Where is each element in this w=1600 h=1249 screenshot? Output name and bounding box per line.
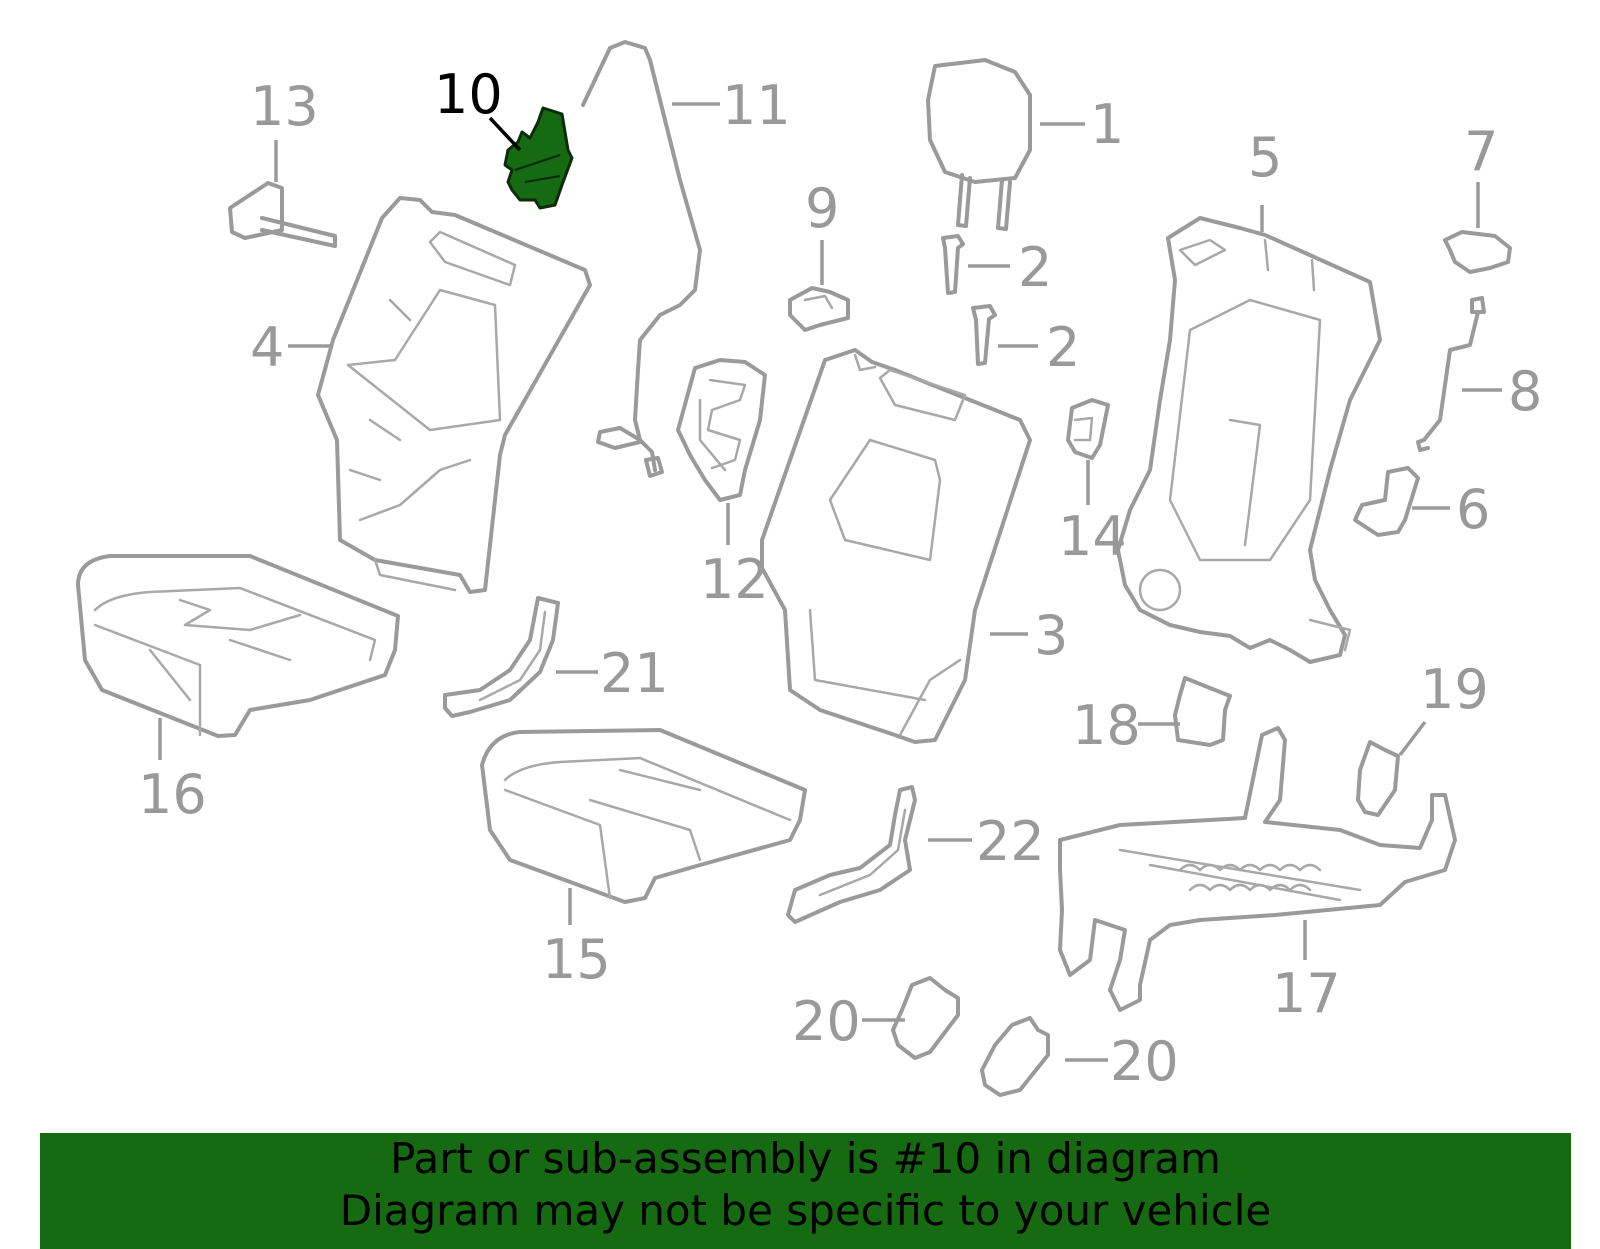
label-part-8: 8 bbox=[1508, 360, 1542, 423]
banner-line-disclaimer: Diagram may not be specific to your vehi… bbox=[339, 1186, 1272, 1235]
label-part-13: 13 bbox=[250, 75, 319, 138]
label-part-12: 12 bbox=[700, 548, 769, 611]
label-part-15: 15 bbox=[542, 928, 611, 991]
label-part-19: 19 bbox=[1420, 658, 1489, 721]
label-part-2: 2 bbox=[1018, 236, 1052, 299]
label-part-18: 18 bbox=[1072, 694, 1141, 757]
part-20-foot-left bbox=[891, 976, 960, 1060]
part-19-bracket bbox=[1356, 740, 1400, 817]
leader-10 bbox=[488, 116, 522, 152]
part-12-panel bbox=[676, 358, 767, 502]
part-17-seat-frame bbox=[1058, 726, 1457, 1012]
label-part-9: 9 bbox=[805, 177, 839, 240]
leader-lines bbox=[158, 102, 1502, 1062]
label-part-11: 11 bbox=[722, 74, 791, 137]
part-6-bracket bbox=[1353, 466, 1420, 537]
part-20-foot-right bbox=[980, 1016, 1050, 1097]
part-21-trim bbox=[443, 596, 560, 718]
banner-line-part-number: Part or sub-assembly is #10 in diagram bbox=[390, 1134, 1221, 1183]
part-3-seatback-cover-right bbox=[760, 348, 1032, 744]
part-16-cushion-cover-left bbox=[76, 554, 400, 738]
part-15-cushion-cover-right bbox=[480, 728, 807, 904]
part-2-headrest-guides bbox=[941, 234, 997, 366]
label-part-5: 5 bbox=[1248, 126, 1282, 189]
part-22-trim bbox=[786, 785, 917, 924]
label-part-7: 7 bbox=[1464, 120, 1498, 183]
part-10-highlighted bbox=[503, 106, 574, 210]
label-part-22: 22 bbox=[976, 810, 1045, 873]
label-part-6: 6 bbox=[1456, 478, 1490, 541]
label-part-1: 1 bbox=[1090, 93, 1124, 156]
label-part-17: 17 bbox=[1272, 962, 1341, 1025]
part-13-bolt bbox=[228, 181, 337, 248]
part-4-seatback-cover-left bbox=[316, 196, 592, 594]
label-part-3: 3 bbox=[1034, 604, 1068, 667]
label-part-20: 20 bbox=[1110, 1030, 1179, 1093]
leader-19 bbox=[1398, 720, 1427, 757]
part-8-rod bbox=[1416, 296, 1486, 452]
part-5-seatback-frame bbox=[1116, 216, 1382, 664]
part-1-headrest bbox=[926, 58, 1032, 231]
info-banner: Part or sub-assembly is #10 in diagram D… bbox=[40, 1133, 1571, 1249]
label-part-16: 16 bbox=[138, 763, 207, 826]
label-part-2: 2 bbox=[1046, 316, 1080, 379]
label-part-21: 21 bbox=[600, 642, 669, 705]
part-14-bracket bbox=[1066, 398, 1110, 460]
part-7-clip bbox=[1443, 230, 1512, 274]
label-part-4: 4 bbox=[250, 316, 284, 379]
part-18-block bbox=[1173, 676, 1232, 747]
label-part-14: 14 bbox=[1058, 505, 1127, 568]
part-labels: 1 2 2 3 4 5 6 7 8 9 10 11 12 13 14 15 16… bbox=[138, 63, 1542, 1093]
label-part-20: 20 bbox=[792, 990, 861, 1053]
part-11-cable bbox=[581, 40, 702, 478]
part-9-clip bbox=[788, 286, 850, 332]
label-part-10: 10 bbox=[434, 63, 503, 126]
